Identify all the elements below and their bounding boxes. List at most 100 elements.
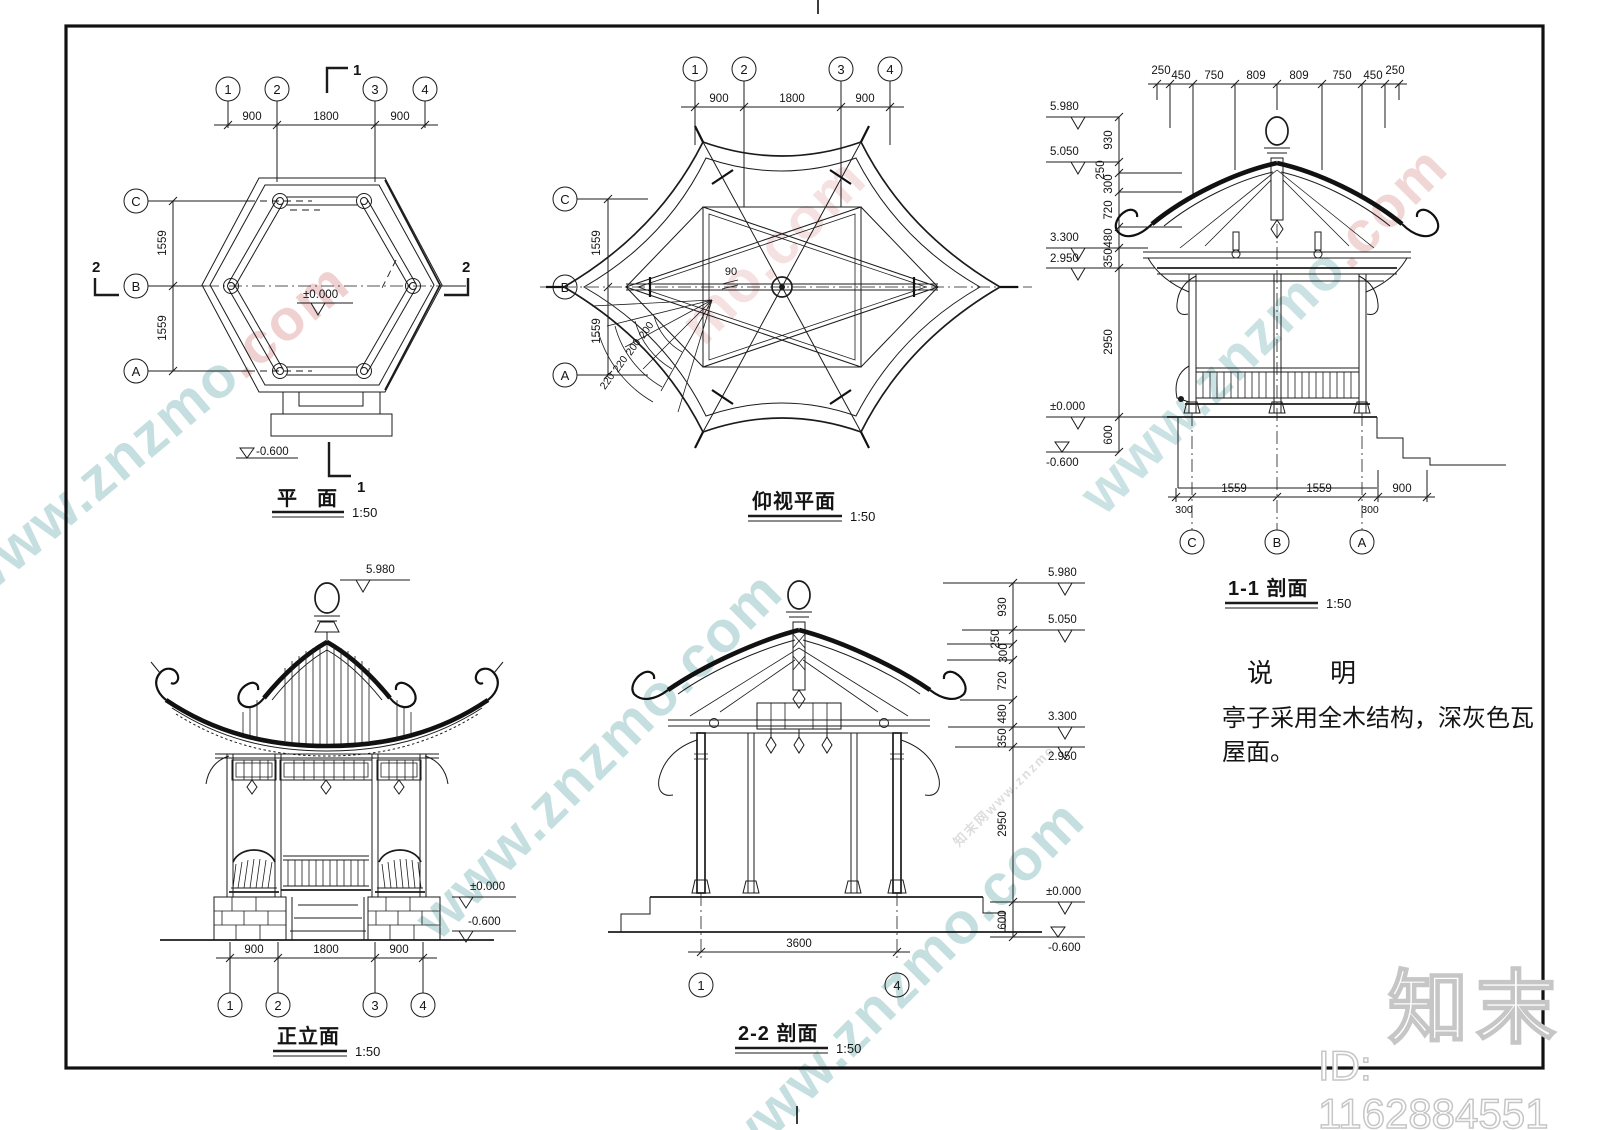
level-label: ±0.000 (303, 289, 338, 301)
dim-label: 300 (1175, 504, 1193, 516)
dim-label: 450 (1171, 70, 1190, 82)
section-mark: 1 (357, 479, 365, 496)
grid-label: A (1358, 535, 1367, 550)
dim-label: 930 (997, 597, 1009, 616)
view-scale: 1:50 (850, 509, 875, 524)
level-label: -0.600 (1046, 457, 1079, 469)
dim-label: 450 (1363, 70, 1382, 82)
dim-label: 900 (390, 111, 409, 123)
level-label: 5.050 (1050, 146, 1079, 158)
notes-title: 明 (1330, 658, 1356, 688)
level-label: 2.950 (1048, 751, 1077, 763)
level-label: 3.300 (1050, 232, 1079, 244)
dim-label: 250 (1095, 160, 1107, 179)
level-label: 2.950 (1050, 253, 1079, 265)
view-title: 正立面 (277, 1024, 340, 1048)
level-label: -0.600 (468, 916, 501, 928)
grid-label: A (561, 368, 570, 383)
dim-label: 480 (997, 704, 1009, 723)
dim-label: 220 (598, 371, 618, 392)
grid-label: 4 (419, 998, 426, 1013)
dim-label: 600 (1103, 425, 1115, 444)
dim-label: 720 (997, 671, 1009, 690)
dim-label: 900 (244, 944, 263, 956)
view-title: 面 (317, 488, 338, 510)
grid-label: 2 (273, 82, 280, 97)
dim-label: 2950 (1103, 329, 1115, 355)
dim-label: 900 (709, 93, 728, 105)
dim-label: 900 (1392, 483, 1411, 495)
level-label: ±0.000 (1050, 401, 1085, 413)
grid-label: 2 (740, 62, 747, 77)
dim-label: 200 (637, 320, 657, 341)
dim-label: 300 (998, 643, 1010, 662)
lattice-frieze (231, 759, 422, 795)
view-title: 1-1 剖面 (1228, 576, 1308, 600)
view-scale: 1:50 (836, 1041, 861, 1056)
dim-label: 3600 (786, 938, 812, 950)
dim-label: 220 (611, 354, 631, 375)
dim-label: 350 (1103, 248, 1115, 267)
plan-view: 1 2 3 4 900 1800 900 C B A 1559 1559 1 (92, 62, 470, 520)
rafter-fan (591, 299, 713, 413)
level-label: ±0.000 (1046, 886, 1081, 898)
grid-label: 2 (274, 998, 281, 1013)
plan-columns (223, 193, 421, 379)
view-scale: 1:50 (352, 505, 377, 520)
dim-label: 1559 (1221, 483, 1247, 495)
dim-label: 1559 (157, 315, 169, 341)
grid-label: B (1273, 535, 1282, 550)
grid-label: B (132, 279, 141, 294)
notes-body: 亭子采用全木结构，深灰色瓦 (1222, 705, 1534, 732)
grid-label: 1 (691, 62, 698, 77)
level-label: -0.600 (256, 446, 289, 458)
dim-label: 750 (1332, 70, 1351, 82)
dim-label: 809 (1246, 70, 1265, 82)
grid-label: 4 (421, 82, 428, 97)
level-markers: 5.980 5.050 3.300 2.950 ±0.000 -0.600 (1046, 101, 1167, 469)
dim-label: 1800 (313, 944, 339, 956)
level-label: 5.050 (1048, 614, 1077, 626)
dim-label: 2950 (997, 811, 1009, 837)
sheet-border (64, 0, 1545, 1124)
level-label: ±0.000 (470, 881, 505, 893)
notes: 说 明 亭子采用全木结构，深灰色瓦 屋面。 (1222, 658, 1534, 766)
grid-label: C (131, 194, 140, 209)
ceiling-plan-view: 1 2 3 4 900 1800 900 C B A 1559 1559 (540, 56, 1032, 524)
elevation-view: 5.980 (150, 564, 516, 1059)
grid-label: 1 (224, 82, 231, 97)
dim-label: 350 (997, 728, 1009, 747)
grid-label: 1 (226, 998, 233, 1013)
section-2-2-view: 3600 1 4 2-2 剖面 1:50 5.980 5.050 3.300 2… (608, 567, 1085, 1056)
grid-label: C (560, 192, 569, 207)
view-scale: 1:50 (1326, 596, 1351, 611)
level-label: 3.300 (1048, 711, 1077, 723)
grid-label: 1 (697, 978, 704, 993)
dim-label: 250 (1385, 65, 1404, 77)
section-mark: 1 (353, 62, 361, 79)
dim-label: 750 (1204, 70, 1223, 82)
view-scale: 1:50 (355, 1044, 380, 1059)
grid-label: 3 (371, 82, 378, 97)
pavilion-section-1-1 (1114, 116, 1506, 530)
dim-label: 1559 (1306, 483, 1332, 495)
dim-label: 1559 (591, 230, 603, 256)
grid-label: 4 (893, 978, 900, 993)
grid-label: 4 (886, 62, 893, 77)
view-title: 平 (277, 488, 298, 510)
dim-label: 900 (242, 111, 261, 123)
dim-label: 600 (997, 910, 1009, 929)
level-label: 5.980 (366, 564, 395, 576)
dim-label: 90 (725, 266, 737, 278)
dim-label: 300 (1361, 504, 1379, 516)
railings (229, 849, 425, 893)
grid-label: 3 (371, 998, 378, 1013)
base-pedestals (160, 896, 494, 941)
grid-label: C (1187, 535, 1196, 550)
dim-label: 250 (990, 629, 1002, 648)
dim-label: 1559 (157, 230, 169, 256)
section-1-1-view: 250 450 750 809 809 750 450 250 5.980 5.… (1046, 65, 1506, 611)
dim-label: 900 (389, 944, 408, 956)
